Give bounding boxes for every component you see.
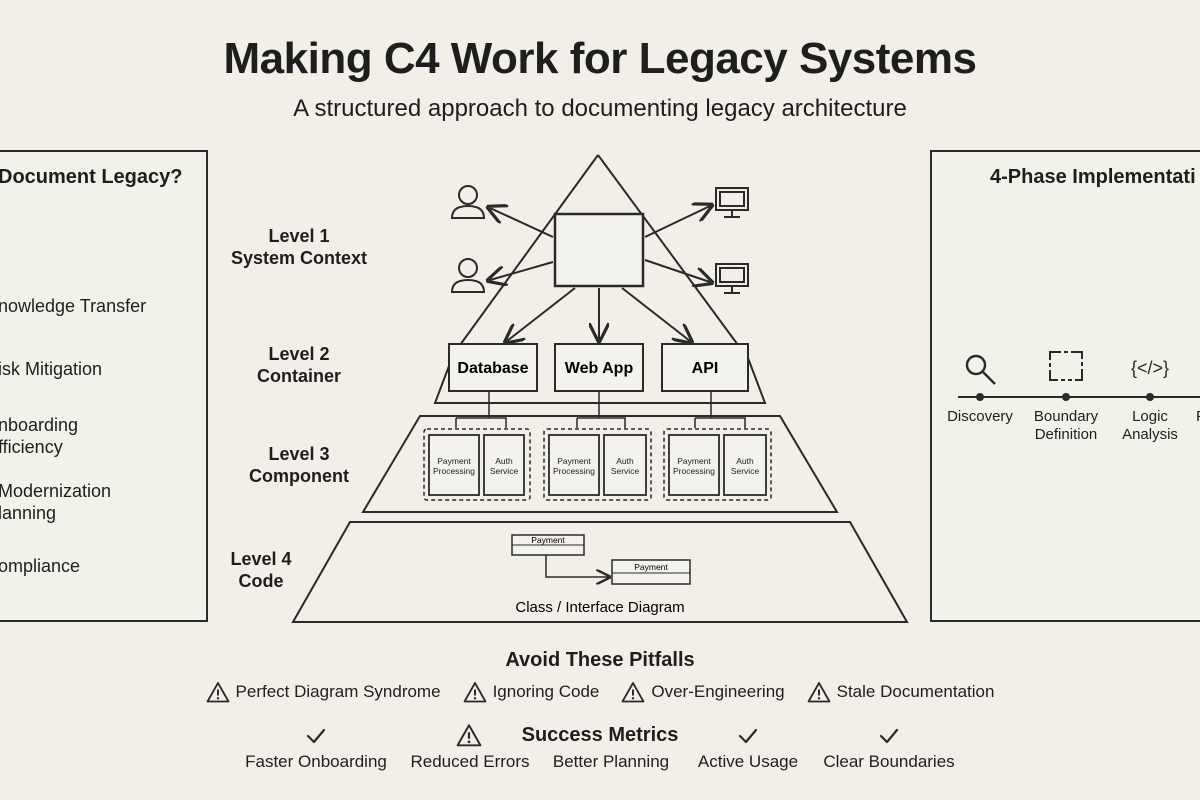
class-box-a-label: Payment — [531, 535, 565, 545]
metric-reduced-errors: Reduced Errors — [410, 752, 530, 771]
component-label: Payment — [677, 456, 711, 466]
level-1-tier — [459, 154, 739, 346]
phase-discovery: Discovery — [947, 408, 1013, 425]
phase-timeline: {</>} — [958, 351, 1200, 401]
component-label: Service — [731, 466, 760, 476]
right-panel-title: 4-Phase Implementati — [990, 166, 1196, 188]
container-api-box — [661, 343, 749, 392]
c4-pyramid-diagram: Database Web App API Payment Processing … — [291, 154, 909, 623]
component-label: Service — [611, 466, 640, 476]
boundary-icon — [1049, 351, 1083, 381]
component-label: Processing — [553, 466, 595, 476]
right-panel: 4-Phase Implementati {</>} Discovery Bou… — [930, 150, 1200, 622]
container-webapp-label: Web App — [565, 360, 634, 377]
left-item-knowledge-transfer: nowledge Transfer — [0, 296, 147, 316]
auth-service-box — [723, 434, 767, 496]
check-icon — [306, 728, 326, 744]
person-icon — [450, 258, 486, 293]
warning-icon — [807, 682, 831, 703]
phase-logic-analysis: Logic Analysis — [1122, 408, 1178, 443]
component-label: Service — [490, 466, 519, 476]
component-label: Payment — [437, 456, 471, 466]
payment-processing-box — [668, 434, 720, 496]
component-label: Auth — [495, 456, 513, 466]
left-item-compliance: ompliance — [0, 556, 81, 576]
metric-faster-onboarding: Faster Onboarding — [245, 752, 387, 771]
left-panel: Document Legacy? nowledge Transfer isk M… — [0, 150, 208, 622]
monitor-icon — [715, 263, 749, 294]
pitfall-item: Ignoring Code — [463, 681, 599, 703]
left-item-modernization-planning: Modernization lanning — [0, 481, 112, 523]
check-icon — [738, 728, 758, 744]
warning-icon — [456, 724, 482, 747]
class-box-b — [611, 559, 691, 585]
success-title: Success Metrics — [521, 724, 679, 746]
pitfall-item: Over-Engineering — [621, 681, 785, 703]
level-4-tier — [291, 521, 909, 623]
monitor-icon — [715, 187, 749, 218]
pitfall-item: Perfect Diagram Syndrome — [206, 681, 441, 703]
payment-processing-box — [548, 434, 600, 496]
magnifier-icon — [965, 354, 996, 385]
level-2-tier — [433, 349, 767, 404]
component-group-3 — [663, 428, 772, 501]
left-item-risk-mitigation: isk Mitigation — [0, 359, 103, 379]
pitfalls-row: Perfect Diagram Syndrome Ignoring Code O… — [0, 681, 1200, 703]
code-icon: {</>} — [1131, 358, 1169, 378]
component-label: Processing — [673, 466, 715, 476]
warning-icon — [463, 682, 486, 703]
warning-icon — [621, 682, 645, 703]
container-database-label: Database — [457, 360, 528, 377]
metric-clear-boundaries: Clear Boundaries — [823, 752, 955, 771]
code-level-caption: Class / Interface Diagram — [515, 599, 684, 616]
check-icon — [879, 728, 899, 744]
component-group-2 — [543, 428, 652, 501]
page-title: Making C4 Work for Legacy Systems — [223, 34, 977, 83]
class-box-b-label: Payment — [634, 562, 668, 572]
payment-processing-box — [428, 434, 480, 496]
left-item-onboarding-efficiency: nboarding fficiency — [0, 415, 79, 457]
container-database-box — [448, 343, 538, 392]
svg-text:{</>}: {</>} — [1131, 358, 1169, 378]
container-webapp-box — [554, 343, 644, 392]
pitfall-item: Stale Documentation — [807, 681, 994, 703]
phase-fourth-cropped: F — [1196, 408, 1200, 425]
warning-icon — [206, 682, 229, 703]
component-group-1 — [423, 428, 531, 501]
auth-service-box — [483, 434, 525, 496]
component-label: Auth — [736, 456, 754, 466]
person-icon — [450, 185, 486, 219]
container-api-label: API — [692, 360, 719, 377]
pitfalls-title: Avoid These Pitfalls — [505, 649, 695, 671]
left-panel-title: Document Legacy? — [0, 166, 183, 188]
component-label: Auth — [616, 456, 634, 466]
component-label: Processing — [433, 466, 475, 476]
metric-better-planning: Better Planning — [552, 752, 670, 771]
metric-active-usage: Active Usage — [697, 752, 799, 771]
level-3-tier — [361, 415, 839, 513]
page-subtitle: A structured approach to documenting leg… — [293, 95, 907, 122]
component-label: Payment — [557, 456, 591, 466]
phase-boundary-definition: Boundary Definition — [1033, 408, 1099, 443]
auth-service-box — [603, 434, 647, 496]
system-box — [553, 212, 645, 288]
